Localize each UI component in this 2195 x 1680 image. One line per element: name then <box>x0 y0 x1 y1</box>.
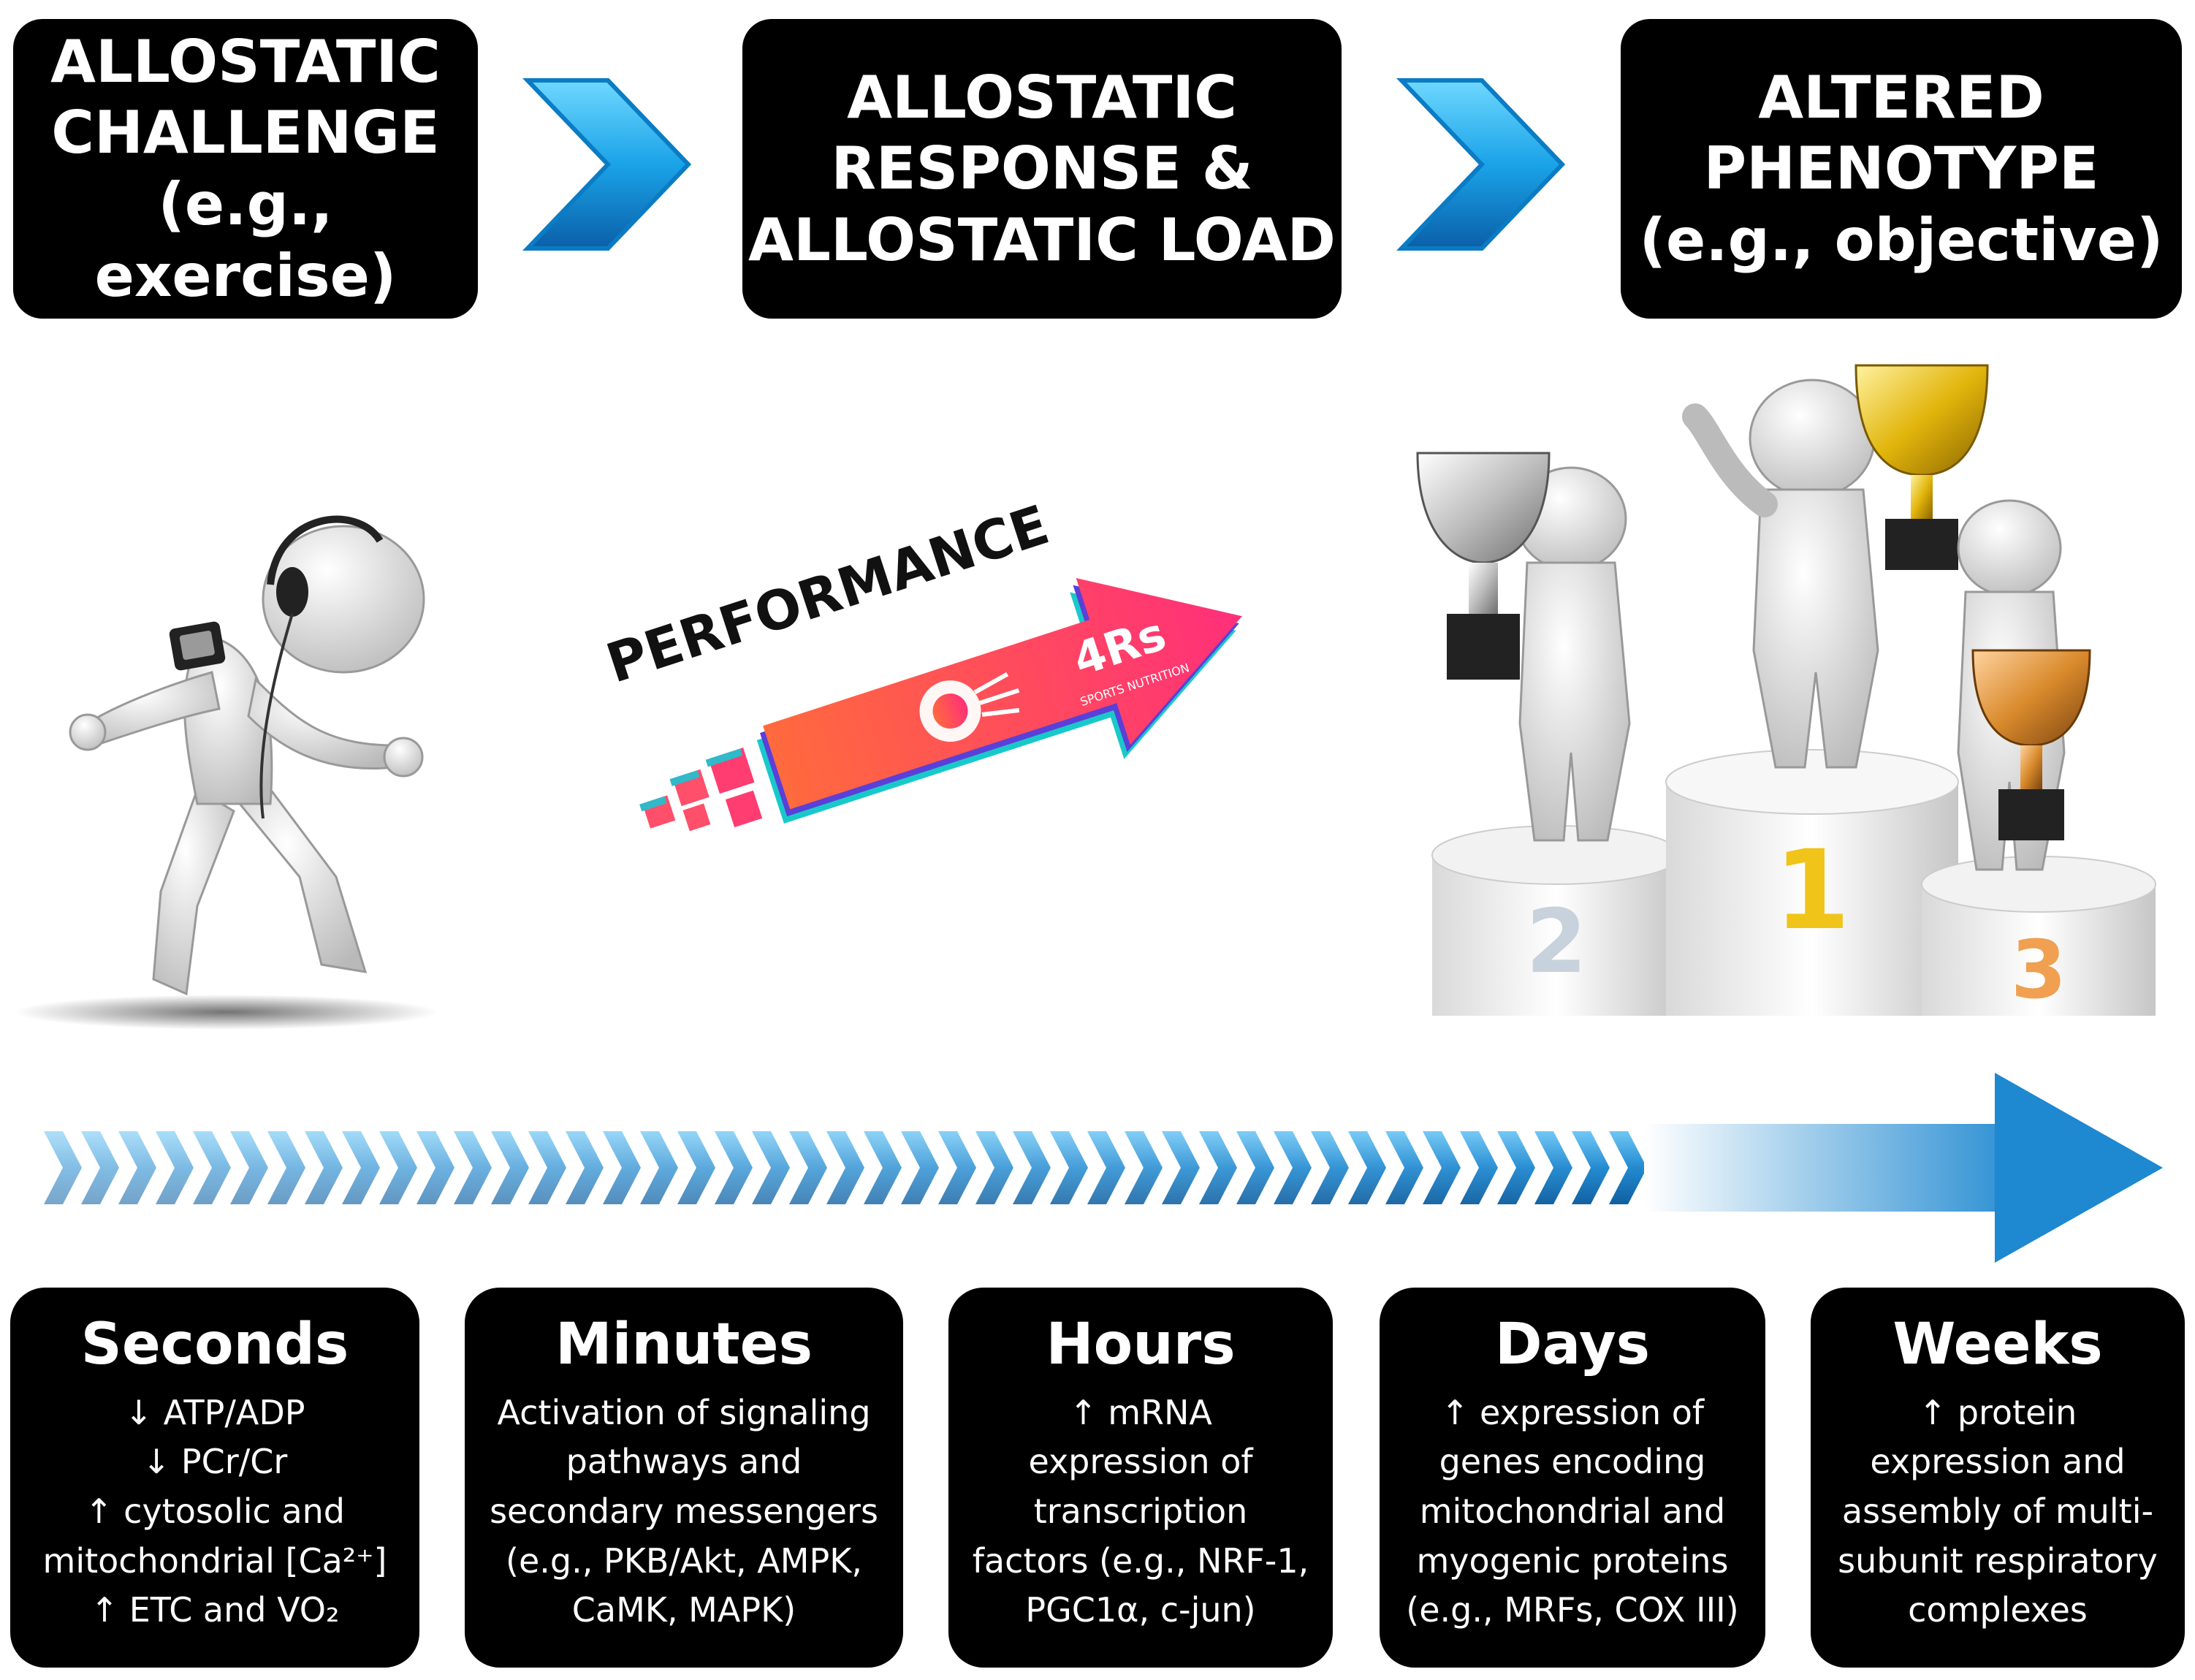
timeline-chevron <box>416 1131 454 1204</box>
timeline-chevron <box>1423 1131 1461 1204</box>
timeline-arrow <box>44 1073 2163 1263</box>
podium-number-2: 2 <box>1526 892 1587 993</box>
timeline-chevron <box>603 1131 641 1204</box>
timeline-chevron <box>826 1131 864 1204</box>
timeline-line: myogenic proteins <box>1416 1540 1729 1581</box>
timeline-chevron <box>901 1131 939 1204</box>
timeline-chevron <box>1572 1131 1610 1204</box>
stage-line: PHENOTYPE <box>1703 134 2099 203</box>
stage-line: ALLOSTATIC LOAD <box>748 205 1336 274</box>
timeline-line: assembly of multi- <box>1841 1491 2154 1532</box>
timeline-line: (e.g., PKB/Akt, AMPK, <box>506 1540 862 1581</box>
timeline-chevron <box>44 1131 82 1204</box>
timeline-box-hours: Hours ↑ mRNA expression of transcription… <box>948 1288 1333 1668</box>
stage-line: RESPONSE & <box>831 134 1253 203</box>
timeline-title: Weeks <box>1892 1312 2103 1377</box>
timeline-chevron <box>938 1131 976 1204</box>
timeline-chevron <box>1274 1131 1312 1204</box>
timeline-box-days: Days ↑ expression of genes encoding mito… <box>1380 1288 1765 1668</box>
timeline-title: Days <box>1494 1312 1651 1377</box>
timeline-line: complexes <box>1908 1590 2088 1630</box>
timeline-chevron <box>1013 1131 1051 1204</box>
timeline-chevron <box>230 1131 268 1204</box>
timeline-chevron <box>975 1131 1013 1204</box>
timeline-chevron <box>640 1131 678 1204</box>
stage-line: ALLOSTATIC <box>847 63 1237 132</box>
timeline-chevron <box>1236 1131 1274 1204</box>
stage-box-response: ALLOSTATIC RESPONSE & ALLOSTATIC LOAD <box>742 19 1342 319</box>
stage-line: (e.g., exercise) <box>94 170 397 310</box>
timeline-chevron <box>1087 1131 1125 1204</box>
timeline-line: Activation of signaling <box>497 1392 871 1432</box>
stage-line: ALTERED <box>1758 63 2044 132</box>
stage-box-challenge: ALLOSTATIC CHALLENGE (e.g., exercise) <box>13 19 478 319</box>
timeline-chevron <box>566 1131 604 1204</box>
timeline-chevron <box>677 1131 715 1204</box>
timeline-line: subunit respiratory <box>1838 1540 2158 1581</box>
timeline-chevron <box>864 1131 902 1204</box>
timeline-line: secondary messengers <box>490 1491 878 1532</box>
timeline-chevron <box>193 1131 231 1204</box>
timeline-line: expression of <box>1028 1442 1253 1482</box>
timeline-line: ↑ expression of <box>1440 1392 1705 1432</box>
timeline-line: PGC1α, c-jun) <box>1025 1590 1256 1630</box>
stage-line: ALLOSTATIC <box>50 27 441 96</box>
timeline-chevron <box>156 1131 194 1204</box>
timeline-line: factors (e.g., NRF-1, <box>972 1540 1309 1581</box>
timeline-line: CaMK, MAPK) <box>571 1590 796 1630</box>
timeline-chevron <box>1125 1131 1163 1204</box>
timeline-chevron <box>1199 1131 1237 1204</box>
timeline-line: mitochondrial [Ca²⁺] <box>42 1540 387 1581</box>
podium-illustration: 2 1 3 <box>1416 364 2156 1016</box>
timeline-chevron <box>305 1131 343 1204</box>
timeline-chevron <box>528 1131 566 1204</box>
timeline-chevron <box>752 1131 790 1204</box>
timeline-line: expression and <box>1870 1442 2126 1482</box>
timeline-chevron <box>1609 1131 1647 1204</box>
performance-arrow <box>639 577 1242 832</box>
chevron-right-icon <box>1396 78 1566 251</box>
timeline-line: transcription <box>1033 1491 1248 1532</box>
timeline-box-seconds: Seconds ↓ ATP/ADP ↓ PCr/Cr ↑ cytosolic a… <box>10 1288 419 1668</box>
timeline-chevron <box>454 1131 492 1204</box>
stage-box-phenotype: ALTERED PHENOTYPE (e.g., objective) <box>1621 19 2182 319</box>
chevron-right-icon <box>522 78 692 251</box>
timeline-title: Seconds <box>80 1312 349 1377</box>
timeline-chevron <box>118 1131 156 1204</box>
timeline-chevron <box>491 1131 529 1204</box>
timeline-chevron <box>1050 1131 1088 1204</box>
timeline-chevron <box>789 1131 827 1204</box>
timeline-line: ↑ mRNA <box>1069 1392 1212 1432</box>
timeline-chevron <box>1162 1131 1200 1204</box>
stage-line: (e.g., objective) <box>1639 205 2164 274</box>
timeline-chevron <box>1348 1131 1386 1204</box>
timeline-chevron <box>1311 1131 1349 1204</box>
timeline-box-minutes: Minutes Activation of signaling pathways… <box>465 1288 903 1668</box>
timeline-chevron <box>267 1131 305 1204</box>
timeline-chevron <box>342 1131 380 1204</box>
timeline-line: ↑ protein <box>1918 1392 2077 1432</box>
timeline-chevron <box>1385 1131 1423 1204</box>
timeline-chevron <box>715 1131 753 1204</box>
timeline-line: ↑ cytosolic and <box>85 1491 345 1532</box>
timeline-line: (e.g., MRFs, COX III) <box>1406 1590 1739 1630</box>
timeline-chevron <box>1497 1131 1535 1204</box>
timeline-line: ↓ PCr/Cr <box>142 1442 288 1482</box>
timeline-box-weeks: Weeks ↑ protein expression and assembly … <box>1811 1288 2185 1668</box>
podium-number-1: 1 <box>1774 827 1850 954</box>
timeline-chevron <box>1460 1131 1498 1204</box>
stage-line: CHALLENGE <box>51 99 440 167</box>
timeline-line: ↑ ETC and VO₂ <box>90 1590 340 1630</box>
timeline-line: mitochondrial and <box>1419 1491 1726 1532</box>
timeline-line: genes encoding <box>1439 1442 1706 1482</box>
timeline-chevron <box>81 1131 119 1204</box>
timeline-chevron <box>1534 1131 1572 1204</box>
timeline-title: Hours <box>1046 1312 1236 1377</box>
timeline-chevron <box>379 1131 417 1204</box>
timeline-line: ↓ ATP/ADP <box>124 1392 305 1432</box>
podium-number-3: 3 <box>2011 923 2067 1016</box>
runner-figure <box>15 515 438 1030</box>
timeline-line: pathways and <box>566 1442 802 1482</box>
timeline-title: Minutes <box>555 1312 813 1377</box>
